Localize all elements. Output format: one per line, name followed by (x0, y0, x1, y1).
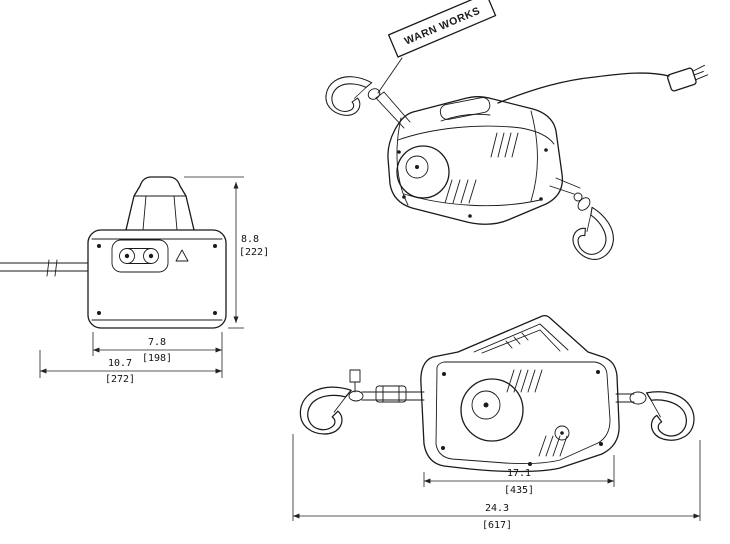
lower-hook-bracket (549, 177, 591, 211)
winch-body-front (87, 229, 227, 329)
top-face-ridge (397, 125, 555, 145)
dim-front-width-mm: [198] (142, 353, 172, 364)
dim-front-width-in: 7.8 (148, 337, 166, 348)
dim-front-overall-width-in: 10.7 (108, 358, 132, 369)
vent-slats (444, 132, 519, 204)
side-view: 17.1 [435] 24.3 [617] (292, 314, 701, 531)
left-hook (299, 386, 352, 435)
dim-front-overall-width-mm: [272] (105, 374, 135, 385)
lower-hook (561, 204, 625, 268)
warning-triangle (175, 249, 189, 262)
power-plug (666, 64, 709, 92)
carry-handle (439, 97, 491, 122)
hanger-bracket (125, 176, 195, 231)
dim-front-height-in: 8.8 (241, 234, 259, 245)
case-screws (397, 148, 548, 218)
isometric-view: WARN WORKS (322, 0, 709, 268)
case-screws-side (441, 370, 603, 466)
wire-rope (0, 259, 89, 277)
dim-front-width: 7.8 [198] (92, 332, 223, 378)
right-link (615, 391, 647, 405)
dim-front-height-mm: [222] (239, 247, 269, 258)
dim-side-overall-length-mm: [617] (482, 520, 512, 531)
handle-opening (473, 323, 569, 354)
case-seam (435, 361, 611, 465)
right-hook (639, 389, 698, 444)
vent-slats-side (506, 369, 568, 457)
winch-body-outline (387, 95, 564, 225)
dim-side-overall-length-in: 24.3 (485, 503, 509, 514)
drum-boss-side (460, 378, 570, 442)
dim-side-length: 17.1 [435] (423, 455, 615, 496)
right-cap-seam (530, 110, 538, 202)
dim-side-length-mm: [435] (504, 485, 534, 496)
top-hook (322, 72, 373, 120)
dim-front-overall-width: 10.7 [272] (39, 350, 222, 385)
hanging-strap (367, 88, 411, 129)
front-view: 8.8 [222] 7.8 [198] 10.7 [272] (0, 176, 269, 385)
dim-front-height: 8.8 [222] (184, 176, 269, 329)
left-rope-assembly (348, 369, 425, 403)
lower-accent-line (403, 193, 541, 207)
control-plate (111, 239, 169, 273)
dim-side-overall-length: 24.3 [617] (292, 434, 701, 531)
power-cord (497, 72, 670, 104)
brand-banner: WARN WORKS (377, 0, 497, 94)
winch-body-side-outline (420, 314, 620, 473)
drum-boss (396, 145, 450, 199)
dim-side-length-in: 17.1 (507, 468, 531, 479)
